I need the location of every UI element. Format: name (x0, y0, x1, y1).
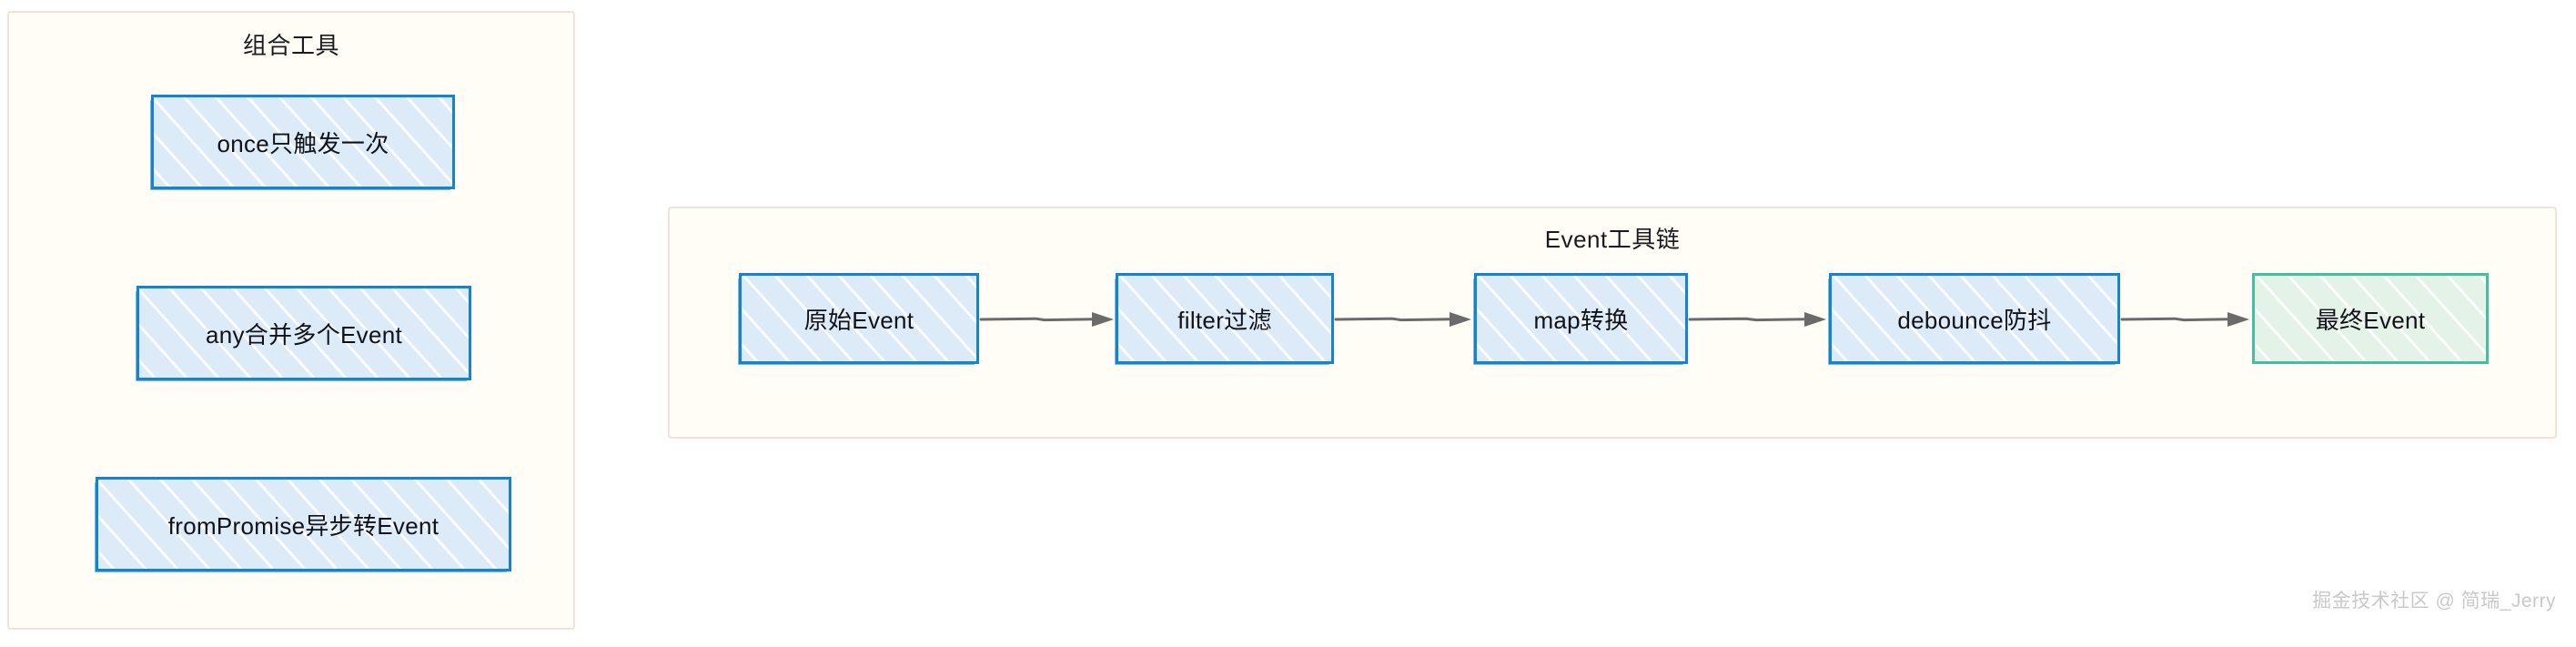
node-final-event[interactable]: 最终Event (2252, 273, 2489, 364)
node-map-label: map转换 (1533, 306, 1629, 334)
node-source-event-label: 原始Event (803, 306, 914, 334)
right-panel-title: Event工具链 (1544, 226, 1681, 253)
watermark: 掘金技术社区 @ 简瑞_Jerry (2312, 591, 2556, 612)
arrow-debounce-to-final (2120, 309, 2253, 329)
node-any-label: any合并多个Event (205, 320, 402, 349)
node-debounce-label: debounce防抖 (1897, 306, 2052, 334)
node-any[interactable]: any合并多个Event (136, 286, 471, 381)
node-once-label: once只触发一次 (217, 129, 389, 157)
node-map[interactable]: map转换 (1473, 273, 1688, 365)
arrow-filter-to-map (1334, 309, 1475, 329)
left-panel-title: 组合工具 (242, 32, 339, 59)
node-from-promise-label: fromPromise异步转Event (167, 511, 439, 540)
node-source-event[interactable]: 原始Event (738, 273, 979, 365)
node-final-event-label: 最终Event (2315, 306, 2426, 334)
node-debounce[interactable]: debounce防抖 (1828, 273, 2120, 365)
node-once[interactable]: once只触发一次 (150, 95, 455, 190)
node-filter[interactable]: filter过滤 (1115, 273, 1334, 365)
arrow-map-to-debounce (1688, 309, 1830, 329)
arrow-source-to-filter (979, 309, 1117, 329)
composition-tools-panel: 组合工具 once只触发一次 any合并多个Event fromPromise异… (7, 11, 575, 630)
node-filter-label: filter过滤 (1177, 306, 1272, 334)
node-from-promise[interactable]: fromPromise异步转Event (95, 477, 511, 572)
